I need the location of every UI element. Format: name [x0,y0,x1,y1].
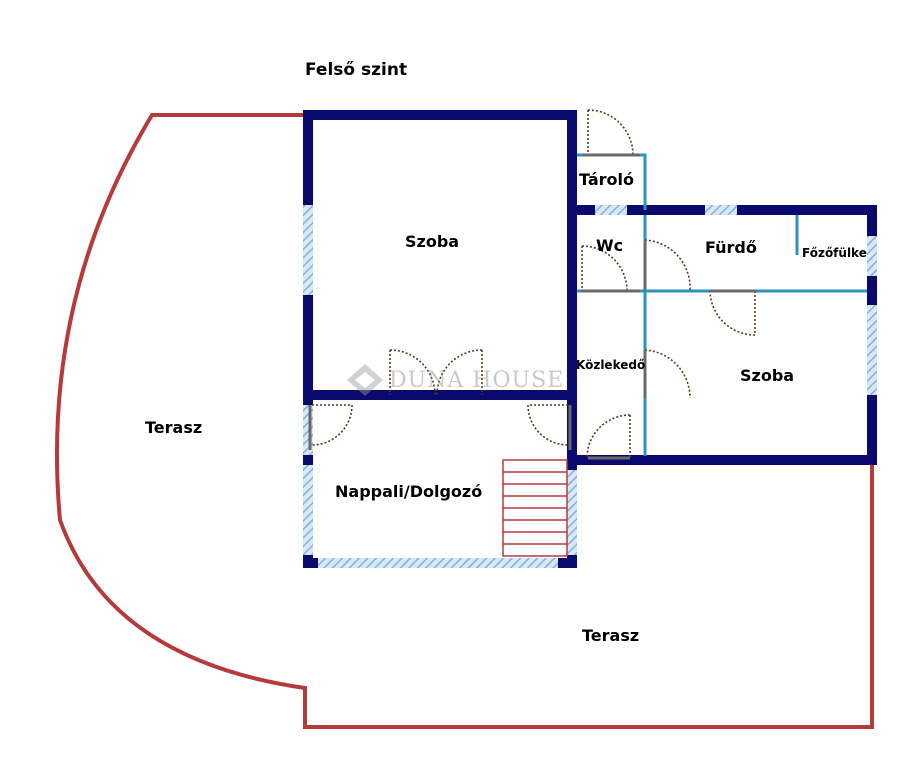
room-label-nappali: Nappali/Dolgozó [335,482,483,501]
room-label-fozofulke: Főzőfülke [802,246,867,260]
room-label-szoba-top: Szoba [405,232,460,251]
room-label-furdo: Fürdő [705,238,757,257]
room-label-tarolo: Tároló [579,170,635,189]
room-label-wc: Wc [596,236,624,255]
room-label-szoba-right: Szoba [740,366,795,385]
stairs [502,459,568,557]
page-title: Felső szint [305,60,408,80]
room-label-terasz-left: Terasz [145,418,203,437]
room-label-terasz-bottom: Terasz [582,626,640,645]
inner-walls [577,153,867,456]
room-label-kozlekedo: Közlekedő [576,358,646,372]
doors [311,109,756,459]
door-leaves [308,153,756,460]
windows [303,205,877,568]
terrace-outline [54,113,874,729]
